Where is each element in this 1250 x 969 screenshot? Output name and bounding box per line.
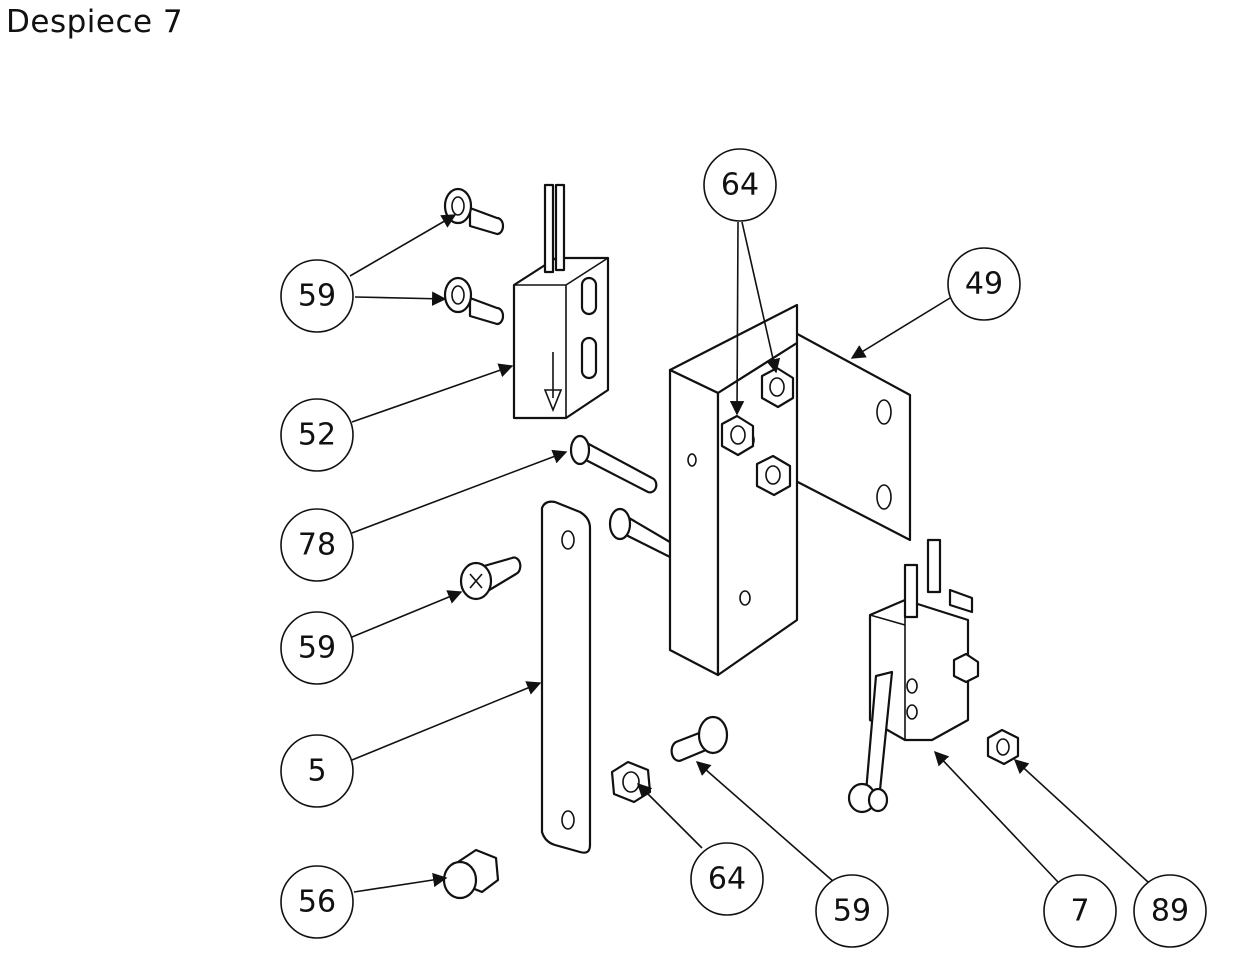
nut-part <box>720 414 755 457</box>
callout-label: 89 <box>1151 894 1189 929</box>
callout-bubble: 7 <box>1043 874 1117 948</box>
pin-part <box>569 434 658 494</box>
nut-part <box>610 760 652 804</box>
callout-label: 59 <box>298 279 336 314</box>
callout-label: 64 <box>721 168 759 203</box>
callout-bubble: 5 <box>280 734 354 808</box>
callout-label: 49 <box>965 267 1003 302</box>
microswitch-part <box>847 538 980 814</box>
callout-bubble: 78 <box>280 508 354 582</box>
callout-bubble: 59 <box>280 259 354 333</box>
callout-bubble: 56 <box>280 865 354 939</box>
callout-bubble: 64 <box>690 842 764 916</box>
callout-bubble: 89 <box>1133 874 1207 948</box>
screw-part <box>443 187 505 236</box>
callout-bubble: 52 <box>280 398 354 472</box>
nut-part <box>760 366 795 409</box>
callout-bubble: 59 <box>815 874 889 948</box>
nut-part <box>755 454 792 497</box>
strip-part <box>540 500 592 854</box>
callout-bubble: 64 <box>703 148 777 222</box>
screw-part <box>443 276 505 326</box>
callout-label: 78 <box>298 528 336 563</box>
screw-part <box>670 715 729 762</box>
callout-label: 52 <box>298 418 336 453</box>
callout-bubble: 59 <box>280 611 354 685</box>
callout-bubble: 49 <box>947 247 1021 321</box>
cap-nut-part <box>442 848 500 900</box>
callout-label: 59 <box>298 631 336 666</box>
screw-part <box>459 556 522 601</box>
drawing-title: Despiece 7 <box>6 4 184 40</box>
sensor-block-part <box>512 183 610 420</box>
callout-label: 7 <box>1070 894 1089 929</box>
nut-part <box>986 728 1020 766</box>
callout-label: 5 <box>307 754 326 789</box>
callout-label: 56 <box>298 885 336 920</box>
callout-label: 59 <box>833 894 871 929</box>
pin-part <box>608 507 677 560</box>
callout-label: 64 <box>708 862 746 897</box>
leader-lines <box>349 214 1149 893</box>
